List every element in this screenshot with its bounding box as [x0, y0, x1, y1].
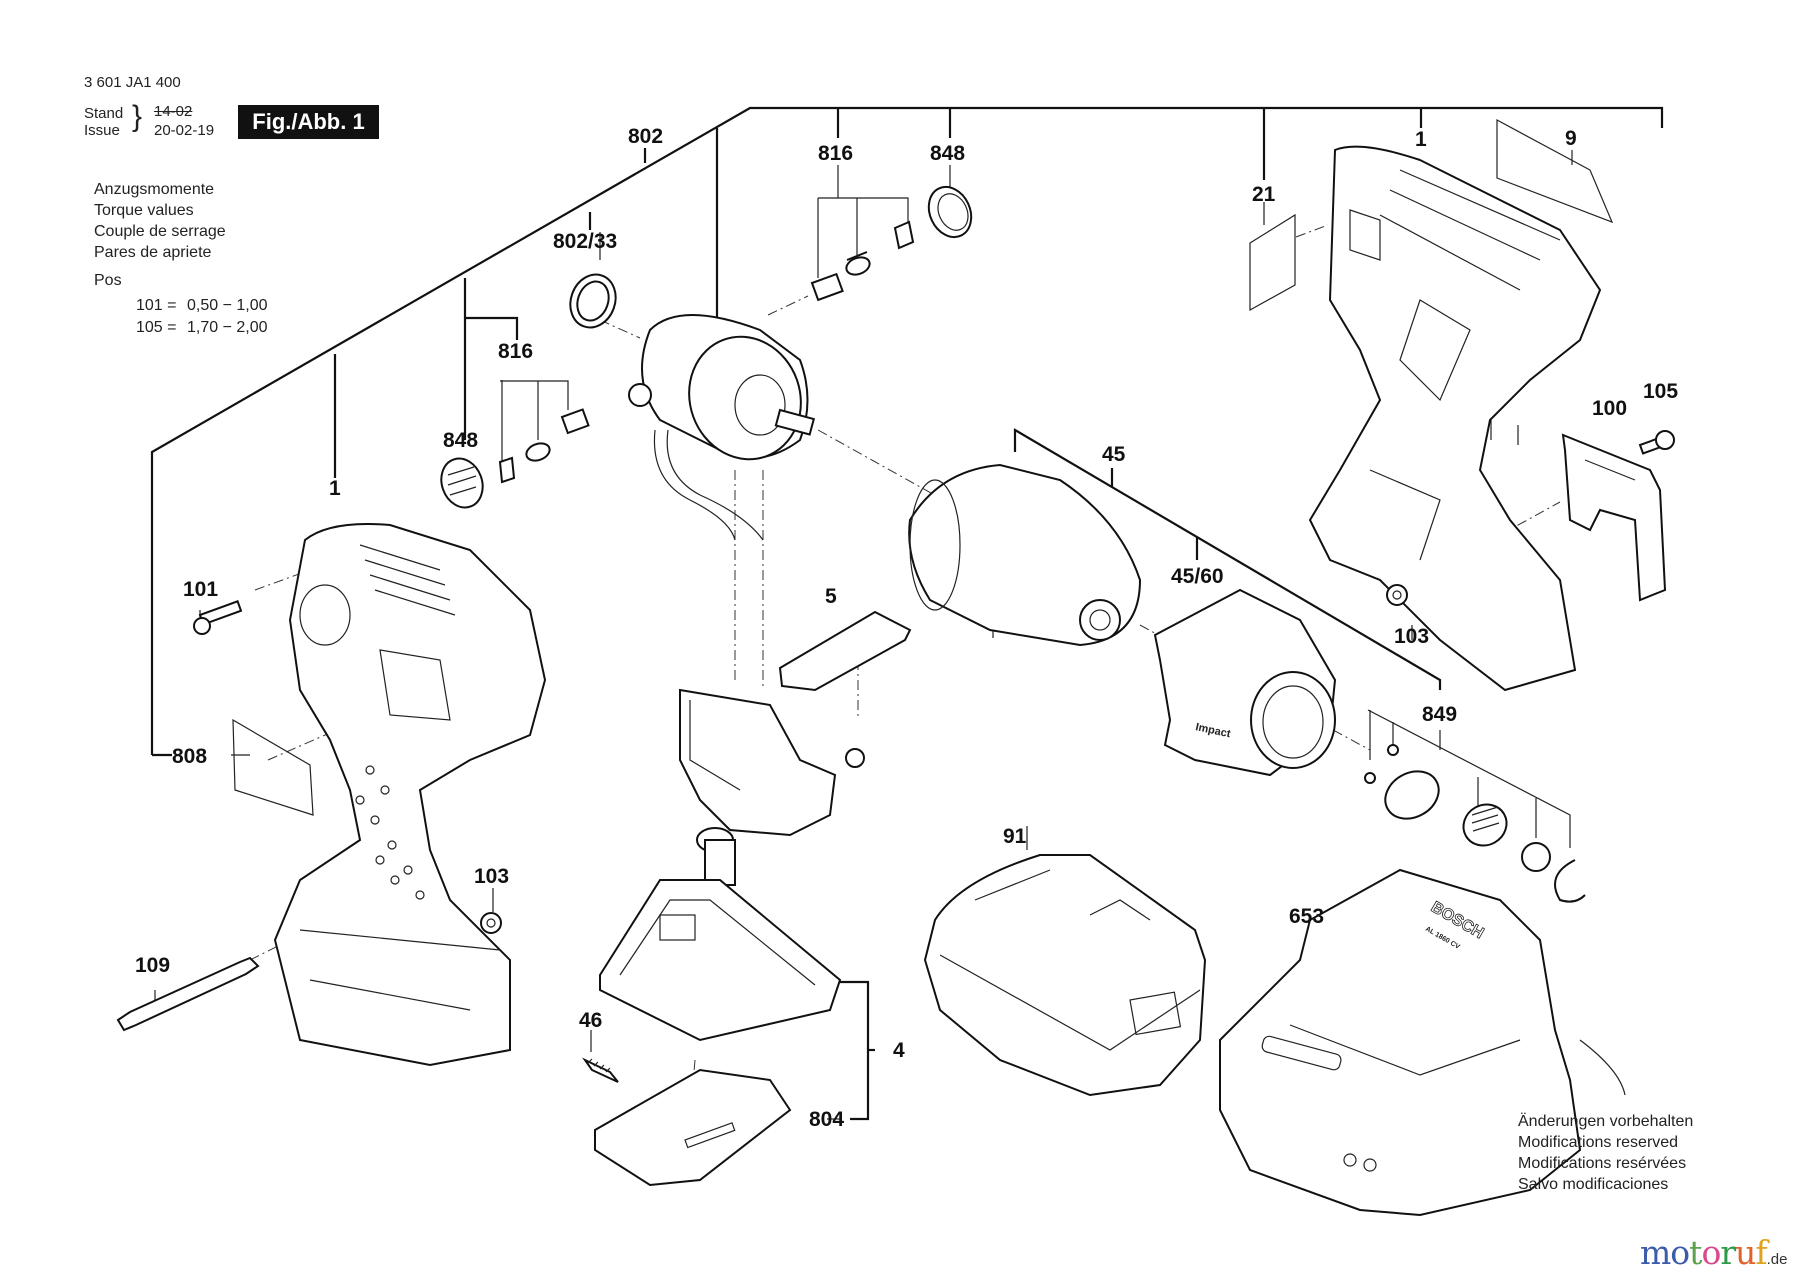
- part-46-spring: [581, 1057, 619, 1083]
- part-switch: [679, 688, 865, 886]
- callout-802[interactable]: 802: [628, 125, 664, 148]
- stand-label: Stand: [84, 105, 124, 122]
- issue-value: 20-02-19: [154, 122, 215, 139]
- part-848-top-cap: [927, 185, 973, 239]
- part-number: 3 601 JA1 400: [84, 74, 181, 91]
- part-848-left-cap: [440, 457, 484, 509]
- callout-804[interactable]: 804: [809, 1108, 845, 1131]
- torque-title-es: Pares de apriete: [94, 244, 212, 261]
- callout-1-left[interactable]: 1: [329, 477, 341, 500]
- torque-row-range: 1,70 − 2,00: [187, 319, 268, 336]
- logo-letter: u: [1735, 1233, 1756, 1272]
- callout-848-top[interactable]: 848: [930, 142, 966, 165]
- issue-label: Issue: [84, 122, 120, 139]
- torque-title-de: Anzugsmomente: [94, 181, 215, 198]
- part-109-bit: [116, 956, 260, 1032]
- note-es: Salvo modificaciones: [1518, 1176, 1669, 1193]
- torque-row-pos: 105 =: [136, 319, 177, 336]
- logo-wordmark: motoruf: [1640, 1233, 1768, 1272]
- part-9-label: [1496, 118, 1614, 224]
- grip-dots: [355, 765, 425, 900]
- torque-title-fr: Couple de serrage: [94, 223, 226, 240]
- callout-816-top[interactable]: 816: [818, 142, 854, 165]
- callout-101[interactable]: 101: [183, 578, 219, 601]
- callout-808[interactable]: 808: [172, 745, 208, 768]
- part-91-battery: [923, 854, 1207, 1097]
- callout-109[interactable]: 109: [135, 954, 171, 977]
- callout-5[interactable]: 5: [825, 585, 837, 608]
- logo-letter: r: [1720, 1233, 1736, 1272]
- part-804-cover-plate: [594, 1068, 792, 1187]
- part-802-33-oring: [569, 273, 617, 329]
- note-fr: Modifications resérvées: [1518, 1155, 1687, 1172]
- callout-105[interactable]: 105: [1643, 380, 1679, 403]
- callout-848-left[interactable]: 848: [443, 429, 479, 452]
- part-816-brushes-left: [498, 408, 590, 484]
- part-802-motor: [628, 314, 816, 541]
- part-45-gear-housing: [908, 463, 1142, 647]
- note-en: Modifications reserved: [1518, 1134, 1679, 1151]
- callout-45[interactable]: 45: [1102, 443, 1126, 466]
- logo-suffix: .de: [1766, 1251, 1788, 1268]
- callout-91[interactable]: 91: [1003, 825, 1027, 848]
- part-4-electronics-module: [599, 879, 842, 1042]
- part-101-screw: [193, 600, 243, 635]
- part-100-belt-clip: [1561, 433, 1667, 602]
- part-5-switch-cover: [778, 610, 912, 692]
- logo-letter: o: [1670, 1233, 1690, 1272]
- callout-9[interactable]: 9: [1565, 127, 1577, 150]
- callout-46[interactable]: 46: [579, 1009, 603, 1032]
- part-653-charger: BOSCH AL 1860 CV: [1219, 868, 1626, 1217]
- callout-816-left[interactable]: 816: [498, 340, 534, 363]
- callout-849[interactable]: 849: [1422, 703, 1458, 726]
- callout-653[interactable]: 653: [1289, 905, 1325, 928]
- logo-letter: m: [1640, 1233, 1671, 1272]
- torque-pos-label: Pos: [94, 272, 122, 289]
- callout-100[interactable]: 100: [1592, 397, 1628, 420]
- callout-103-left[interactable]: 103: [474, 865, 510, 888]
- callout-1-right[interactable]: 1: [1415, 128, 1427, 151]
- figure-label: Fig./Abb. 1: [238, 105, 379, 139]
- leader-lines: [150, 106, 1664, 1121]
- callout-4[interactable]: 4: [893, 1039, 905, 1062]
- torque-row-range: 0,50 − 1,00: [187, 297, 268, 314]
- callout-45-60[interactable]: 45/60: [1171, 565, 1224, 588]
- logo-letter: o: [1701, 1233, 1721, 1272]
- callout-21[interactable]: 21: [1252, 183, 1276, 206]
- torque-row-pos: 101 =: [136, 297, 177, 314]
- part-1-left-housing: [273, 523, 547, 1067]
- part-1-right-housing: [1308, 145, 1602, 692]
- brace-symbol: }: [132, 100, 143, 133]
- stand-value: 14-02: [154, 103, 193, 120]
- logo-letter: f: [1755, 1233, 1767, 1272]
- motoruf-logo[interactable]: motoruf.de: [1640, 1233, 1787, 1272]
- logo-letter: t: [1689, 1233, 1702, 1272]
- part-105-screw: [1638, 430, 1675, 455]
- callout-103-right[interactable]: 103: [1394, 625, 1430, 648]
- part-45-60-nose-cap: Impact: [1153, 588, 1337, 777]
- part-103-right-nut: [1386, 584, 1408, 606]
- part-103-left-nut: [480, 912, 502, 934]
- part-816-brushes-top: [810, 220, 915, 302]
- torque-title-en: Torque values: [94, 202, 194, 219]
- part-808-label: [232, 718, 314, 816]
- part-21-label: [1249, 213, 1296, 312]
- callout-802-33[interactable]: 802/33: [553, 230, 618, 253]
- part-849-kit: [1364, 744, 1586, 903]
- note-de: Änderungen vorbehalten: [1518, 1113, 1694, 1130]
